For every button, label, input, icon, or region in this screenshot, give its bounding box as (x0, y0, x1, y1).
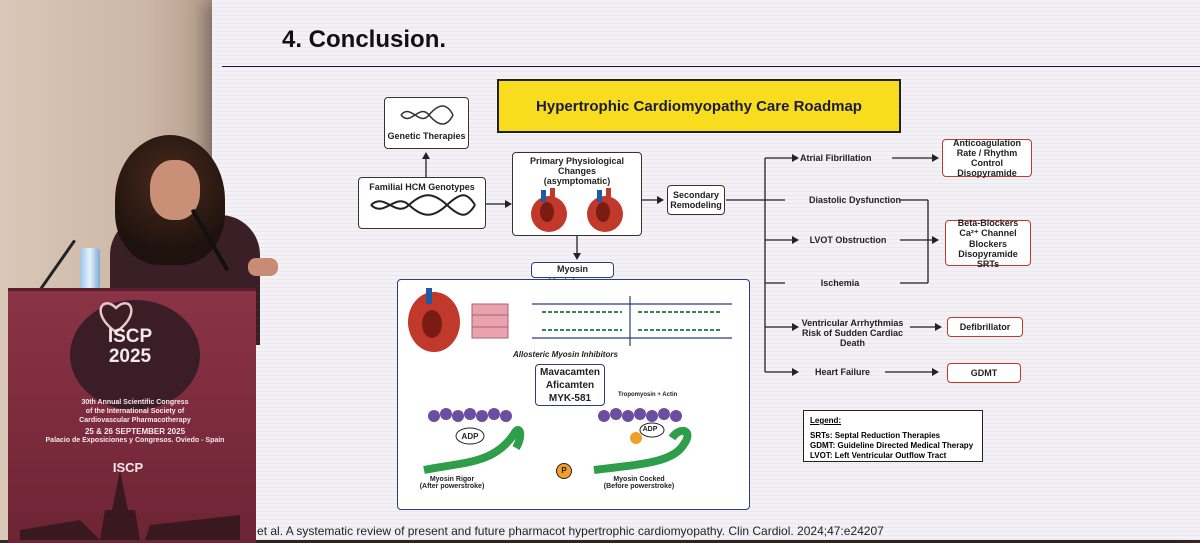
treatment-lvot-1: Beta-Blockers (957, 217, 1019, 228)
legend-item-3: LVOT: Left Ventricular Outflow Tract (810, 451, 947, 460)
treatment-va: Defibrillator (959, 322, 1011, 332)
podium-congress: 30th Annual Scientific Congress of the I… (30, 398, 240, 445)
allosteric-label: Allosteric Myosin Inhibitors (513, 350, 618, 359)
speaker-hand (248, 258, 278, 276)
podium-logo-text-2: 2025 (108, 346, 152, 367)
cathedral-silhouette (20, 470, 240, 540)
familial-hcm-label: Familial HCM Genotypes (369, 182, 475, 192)
treatment-af-box: Anticoagulation Rate / Rhythm Control Di… (942, 138, 1032, 178)
treatment-va-box: Defibrillator (947, 317, 1023, 337)
drug-1: Mavacamten (539, 367, 601, 378)
treatment-lvot-3: Disopyramide (958, 248, 1018, 259)
outcome-va: Ventricular Arrhythmias Risk of Sudden C… (790, 318, 915, 348)
legend-title: Legend: (810, 416, 842, 425)
heart-icons (531, 188, 623, 232)
cocked-label: Myosin Cocked (Before powerstroke) (594, 476, 684, 490)
citation: awan et al. A systematic review of prese… (225, 524, 884, 538)
roadmap-title: Hypertrophic Cardiomyopathy Care Roadmap (536, 97, 862, 115)
outcome-lvot: LVOT Obstruction (809, 235, 887, 245)
outcome-af: Atrial Fibrillation (800, 153, 872, 163)
roadmap-banner: Hypertrophic Cardiomyopathy Care Roadmap (497, 79, 901, 133)
adp-label-1: ADP (461, 432, 479, 441)
podium-line-1: 30th Annual Scientific Congress (81, 399, 189, 406)
podium-brand: ISCP (112, 460, 144, 475)
podium-line-3: Cardiovascular Pharmacotherapy (79, 417, 191, 424)
drug-list-box: Mavacamten Aficamten MYK-581 (535, 364, 605, 406)
cocked-label-1: Myosin Cocked (613, 476, 665, 483)
myosin-modulators-box: Myosin Modulators (531, 262, 614, 287)
treatment-lvot-box: Beta-Blockers Ca²⁺ Channel Blockers Diso… (945, 217, 1031, 269)
adp-label-2: ADP (642, 426, 658, 433)
treatment-af-1: Anticoagulation (953, 138, 1021, 148)
legend-item-1: SRTs: Septal Reduction Therapies (810, 431, 941, 440)
rigor-label-2: (After powerstroke) (419, 483, 485, 490)
treatment-lvot-4: SRTs (976, 258, 1000, 269)
outcome-hf: Heart Failure (814, 367, 871, 377)
secondary-remodeling-box: Secondary Remodeling (667, 185, 725, 215)
familial-hcm-box: Familial HCM Genotypes (358, 177, 486, 229)
rigor-label-1: Myosin Rigor (429, 476, 475, 483)
genetic-therapies-box: Genetic Therapies (384, 97, 469, 149)
primary-changes-label: Primary Physiological Changes (529, 156, 625, 176)
primary-changes-box: Primary Physiological Changes (asymptoma… (512, 152, 642, 236)
outcome-va-1: Ventricular Arrhythmias (801, 318, 904, 328)
podium-logo-bg (70, 300, 200, 410)
dna-strand-icon (370, 194, 476, 216)
secondary-remodeling-label-1: Secondary (672, 190, 720, 200)
treatment-hf-box: GDMT (947, 363, 1021, 383)
water-bottle (80, 248, 100, 290)
phosphate-icon: P (556, 463, 572, 479)
tropomyosin-label: Tropomyosin + Actin (618, 392, 678, 398)
secondary-remodeling-label-2: Remodeling (670, 200, 722, 210)
outcome-ischemia: Ischemia (820, 278, 860, 288)
drug-3: MYK-581 (548, 393, 592, 404)
treatment-af-3: Disopyramide (957, 168, 1017, 178)
myosin-panel: Allosteric Myosin Inhibitors Mavacamten … (397, 279, 750, 510)
drug-2: Aficamten (545, 380, 595, 391)
genetic-therapies-label: Genetic Therapies (387, 131, 466, 141)
outcome-dd: Diastolic Dysfunction (808, 195, 901, 205)
podium-logo-text-1: ISCP (107, 326, 153, 347)
treatment-lvot-2: Ca²⁺ Channel Blockers (959, 227, 1017, 249)
podium-dates: 25 & 26 SEPTEMBER 2025 (84, 427, 186, 436)
podium-venue: Palacio de Exposiciones y Congresos. Ovi… (45, 437, 225, 444)
legend-item-2: GDMT: Guideline Directed Medical Therapy (810, 441, 974, 450)
primary-changes-sub: (asymptomatic) (543, 176, 611, 186)
heart-logo-icon (99, 302, 133, 334)
treatment-af-2: Rate / Rhythm Control (956, 148, 1018, 168)
outcome-va-2: Risk of Sudden Cardiac Death (801, 328, 904, 348)
slide-title: 4. Conclusion. (282, 26, 447, 53)
sarcomere-illustration (408, 288, 732, 352)
podium-line-2: of the International Society of (85, 408, 185, 415)
dna-icon (399, 105, 454, 125)
treatment-hf: GDMT (970, 368, 998, 378)
myosin-states-illustration (423, 408, 692, 474)
cocked-label-2: (Before powerstroke) (603, 483, 675, 490)
rigor-label: Myosin Rigor (After powerstroke) (412, 476, 492, 490)
title-rule (222, 66, 1200, 67)
legend-box: Legend: SRTs: Septal Reduction Therapies… (803, 410, 983, 462)
